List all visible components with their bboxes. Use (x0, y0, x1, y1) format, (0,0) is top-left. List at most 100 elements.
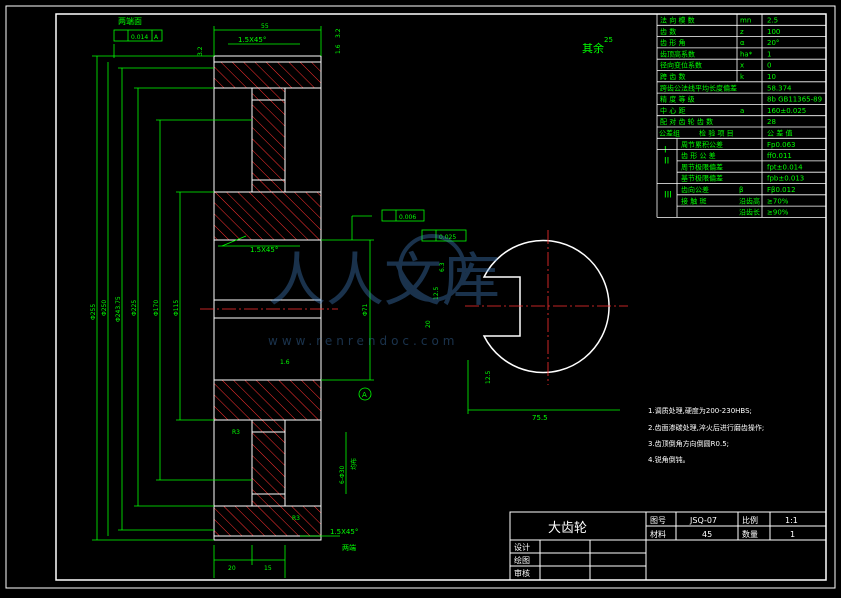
param-symbol: ha* (740, 50, 753, 58)
tol-group: I (664, 145, 667, 155)
key-h: 75.5 (532, 414, 548, 422)
r3-left: R3 (232, 429, 240, 436)
datum-a-circle (358, 387, 372, 401)
tol-value: ≥70% (767, 197, 789, 205)
two-end-bottom: 两端 (342, 543, 356, 552)
watermark-url: www.renrendoc.com (268, 334, 458, 348)
tol-group: II (664, 157, 669, 167)
param-name: 法 向 模 数 (660, 16, 695, 25)
dim-d1: Φ255 (90, 304, 97, 320)
param-symbol: z (740, 28, 744, 36)
param-symbol: α (740, 39, 745, 47)
rim-top-hatch (213, 61, 322, 89)
param-name: 精 度 等 级 (660, 95, 695, 104)
r3-right: R3 (292, 515, 300, 522)
tol-item: 齿 形 公 差 (681, 151, 716, 160)
tol-item: 接 触 斑 (681, 196, 706, 205)
param-value: 8b GB11365-89 (767, 96, 822, 104)
tol-box-2 (381, 209, 425, 222)
tol-item: 周节累积公差 (681, 140, 723, 149)
param-name: 齿 数 (660, 27, 676, 36)
param-symbol: mn (740, 17, 751, 25)
bore-outline (482, 239, 610, 374)
dim-d6: Φ115 (173, 300, 180, 316)
check-label: 审核 (514, 568, 530, 578)
tol-symbol: 沿齿长 (739, 208, 760, 217)
diameter-dims (92, 26, 374, 578)
param-name: 径向变位系数 (660, 61, 702, 70)
tol-symbol: β (739, 186, 743, 194)
tol-value: ≥90% (767, 209, 789, 217)
dim-20: 20 (228, 565, 236, 572)
dim-hole-suffix: 均布 (350, 458, 358, 470)
tol-value: Fp0.063 (767, 141, 796, 149)
dim-hole: 6-Φ30 (339, 465, 346, 484)
key-ra-2: 12.5 (433, 286, 440, 300)
scale-label: 比例 (742, 515, 758, 525)
dim-15: 15 (264, 565, 272, 572)
watermark-brand: 人人文库 (268, 246, 500, 314)
bore-end-view: 0.025 20 6.3 12.5 12.5 75.5 (421, 229, 628, 422)
hub-top-hatch (213, 191, 322, 241)
param-name: 中 心 距 (660, 106, 685, 115)
quantity-label: 数量 (742, 529, 758, 539)
param-value: 0 (767, 62, 771, 70)
param-symbol: a (740, 107, 744, 115)
dim-d7: Φ71 (362, 303, 369, 316)
tol-item: 齿向公差 (681, 185, 709, 194)
others-ra: 25 (604, 36, 613, 44)
web-top-hatch (251, 87, 286, 193)
watermark-logo (398, 234, 466, 302)
param-value: 160±0.025 (767, 107, 806, 115)
key-w: 20 (425, 320, 432, 328)
param-value: 2.5 (767, 17, 778, 25)
param-name: 跨齿公法线平均长度偏差 (660, 83, 737, 92)
param-value: 28 (767, 118, 776, 126)
param-value: 20° (767, 39, 779, 47)
tol-value: fpt±0.014 (767, 163, 803, 171)
sym-box-value: 0.025 (439, 234, 456, 241)
note-2: 2.齿面渗碳处理,淬火后进行磨齿操作; (648, 423, 764, 432)
tol-value: Fβ0.012 (767, 186, 796, 194)
param-value: 10 (767, 73, 776, 81)
param-symbol: k (740, 73, 745, 81)
others-label: 其余 (582, 41, 604, 55)
tol-box-1-value: 0.014 (131, 34, 148, 41)
tol-value: ff0.011 (767, 152, 792, 160)
web-bottom-hatch (251, 419, 286, 507)
note-1: 1.调质处理,硬度为200-230HBS; (648, 406, 752, 415)
ra-top-mid: 1.6 (335, 44, 342, 54)
param-name: 齿顶高系数 (660, 49, 695, 58)
chamfer-top: 1.5X45° (238, 36, 266, 44)
tol-box-2-value: 0.006 (399, 214, 416, 221)
note-4: 4.锐角倒钝。 (648, 455, 690, 464)
chamfer-hub: 1.5X45° (250, 246, 278, 254)
gear-section (213, 55, 322, 541)
key-ra-3: 12.5 (485, 370, 492, 384)
tol-value: fpb±0.013 (767, 175, 804, 183)
notes: 1.调质处理,硬度为200-230HBS; 2.齿面渗碳处理,淬火后进行磨齿操作… (648, 406, 764, 464)
rim-bottom-hatch (213, 505, 322, 537)
title-block-text: 大齿轮 图号 JSQ-07 比例 1:1 材料 45 数量 1 设计 绘图 审核 (514, 515, 798, 578)
scale: 1:1 (785, 516, 798, 525)
drawing-no: JSQ-07 (689, 516, 717, 525)
inner-border (55, 13, 827, 581)
sym-box (421, 229, 467, 242)
design-label: 设计 (514, 542, 530, 552)
param-value: 100 (767, 28, 780, 36)
param-value: 1 (767, 50, 771, 58)
dim-d4: Φ225 (131, 300, 138, 316)
tol-header-group: 公差组 (659, 129, 680, 138)
diameter-texts: Φ255 Φ250 Φ243.75 Φ225 Φ170 Φ115 Φ71 6-Φ… (90, 296, 369, 484)
tol-header-item: 检 验 项 目 (699, 129, 734, 138)
top-texts: 两端面 0.014 A 55 1.5X45° 3.2 3.2 1.6 1.5X4… (113, 16, 425, 572)
end-face-label: 两端面 (118, 16, 142, 26)
param-name: 跨 齿 数 (660, 72, 685, 81)
tol-symbol: 沿齿高 (739, 196, 760, 205)
material-label: 材料 (650, 529, 666, 539)
key-ra-1: 6.3 (439, 262, 446, 272)
tol-header-value: 公 差 值 (767, 129, 792, 138)
